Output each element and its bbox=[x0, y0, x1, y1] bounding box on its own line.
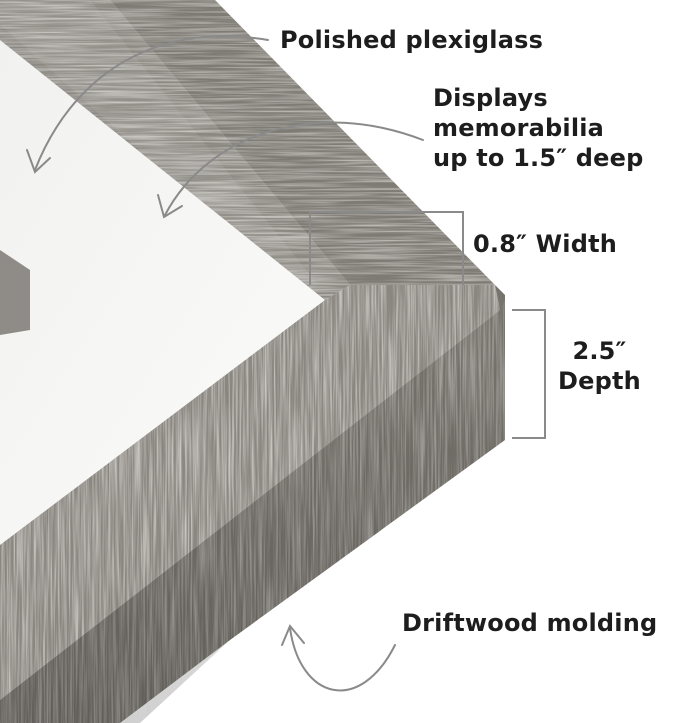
arrow-molding-head bbox=[281, 624, 305, 646]
frame-top-side bbox=[110, 0, 495, 285]
width-bracket bbox=[309, 211, 464, 285]
callout-polished-plexiglass: Polished plexiglass bbox=[280, 26, 544, 54]
arrow-molding bbox=[289, 627, 396, 692]
arrow-plexiglass bbox=[34, 35, 269, 171]
mat-board bbox=[0, 40, 325, 545]
callout-displays-line3: up to 1.5″ deep bbox=[433, 144, 644, 172]
callout-displays-line2: memorabilia bbox=[433, 114, 605, 142]
callout-driftwood-molding: Driftwood molding bbox=[402, 609, 658, 637]
callout-displays-memorabilia: Displays memorabilia up to 1.5″ deep bbox=[433, 83, 643, 173]
dimension-brackets bbox=[309, 211, 546, 439]
frame-top-rail bbox=[0, 0, 350, 300]
callout-depth-value: 2.5″ bbox=[572, 337, 627, 365]
callout-width: 0.8″ Width bbox=[473, 230, 618, 258]
annotation-arrows bbox=[26, 35, 424, 692]
arrow-displays bbox=[164, 121, 424, 216]
frame-depth-face bbox=[0, 285, 505, 723]
frame-bottom-rail bbox=[0, 285, 500, 700]
arrow-plexiglass-head bbox=[26, 149, 51, 174]
callout-displays-line1: Displays bbox=[433, 84, 548, 112]
arrow-displays-head bbox=[157, 194, 183, 219]
callout-depth: 2.5″ Depth bbox=[558, 336, 641, 396]
callout-depth-label: Depth bbox=[558, 367, 641, 395]
depth-bracket bbox=[512, 309, 546, 439]
